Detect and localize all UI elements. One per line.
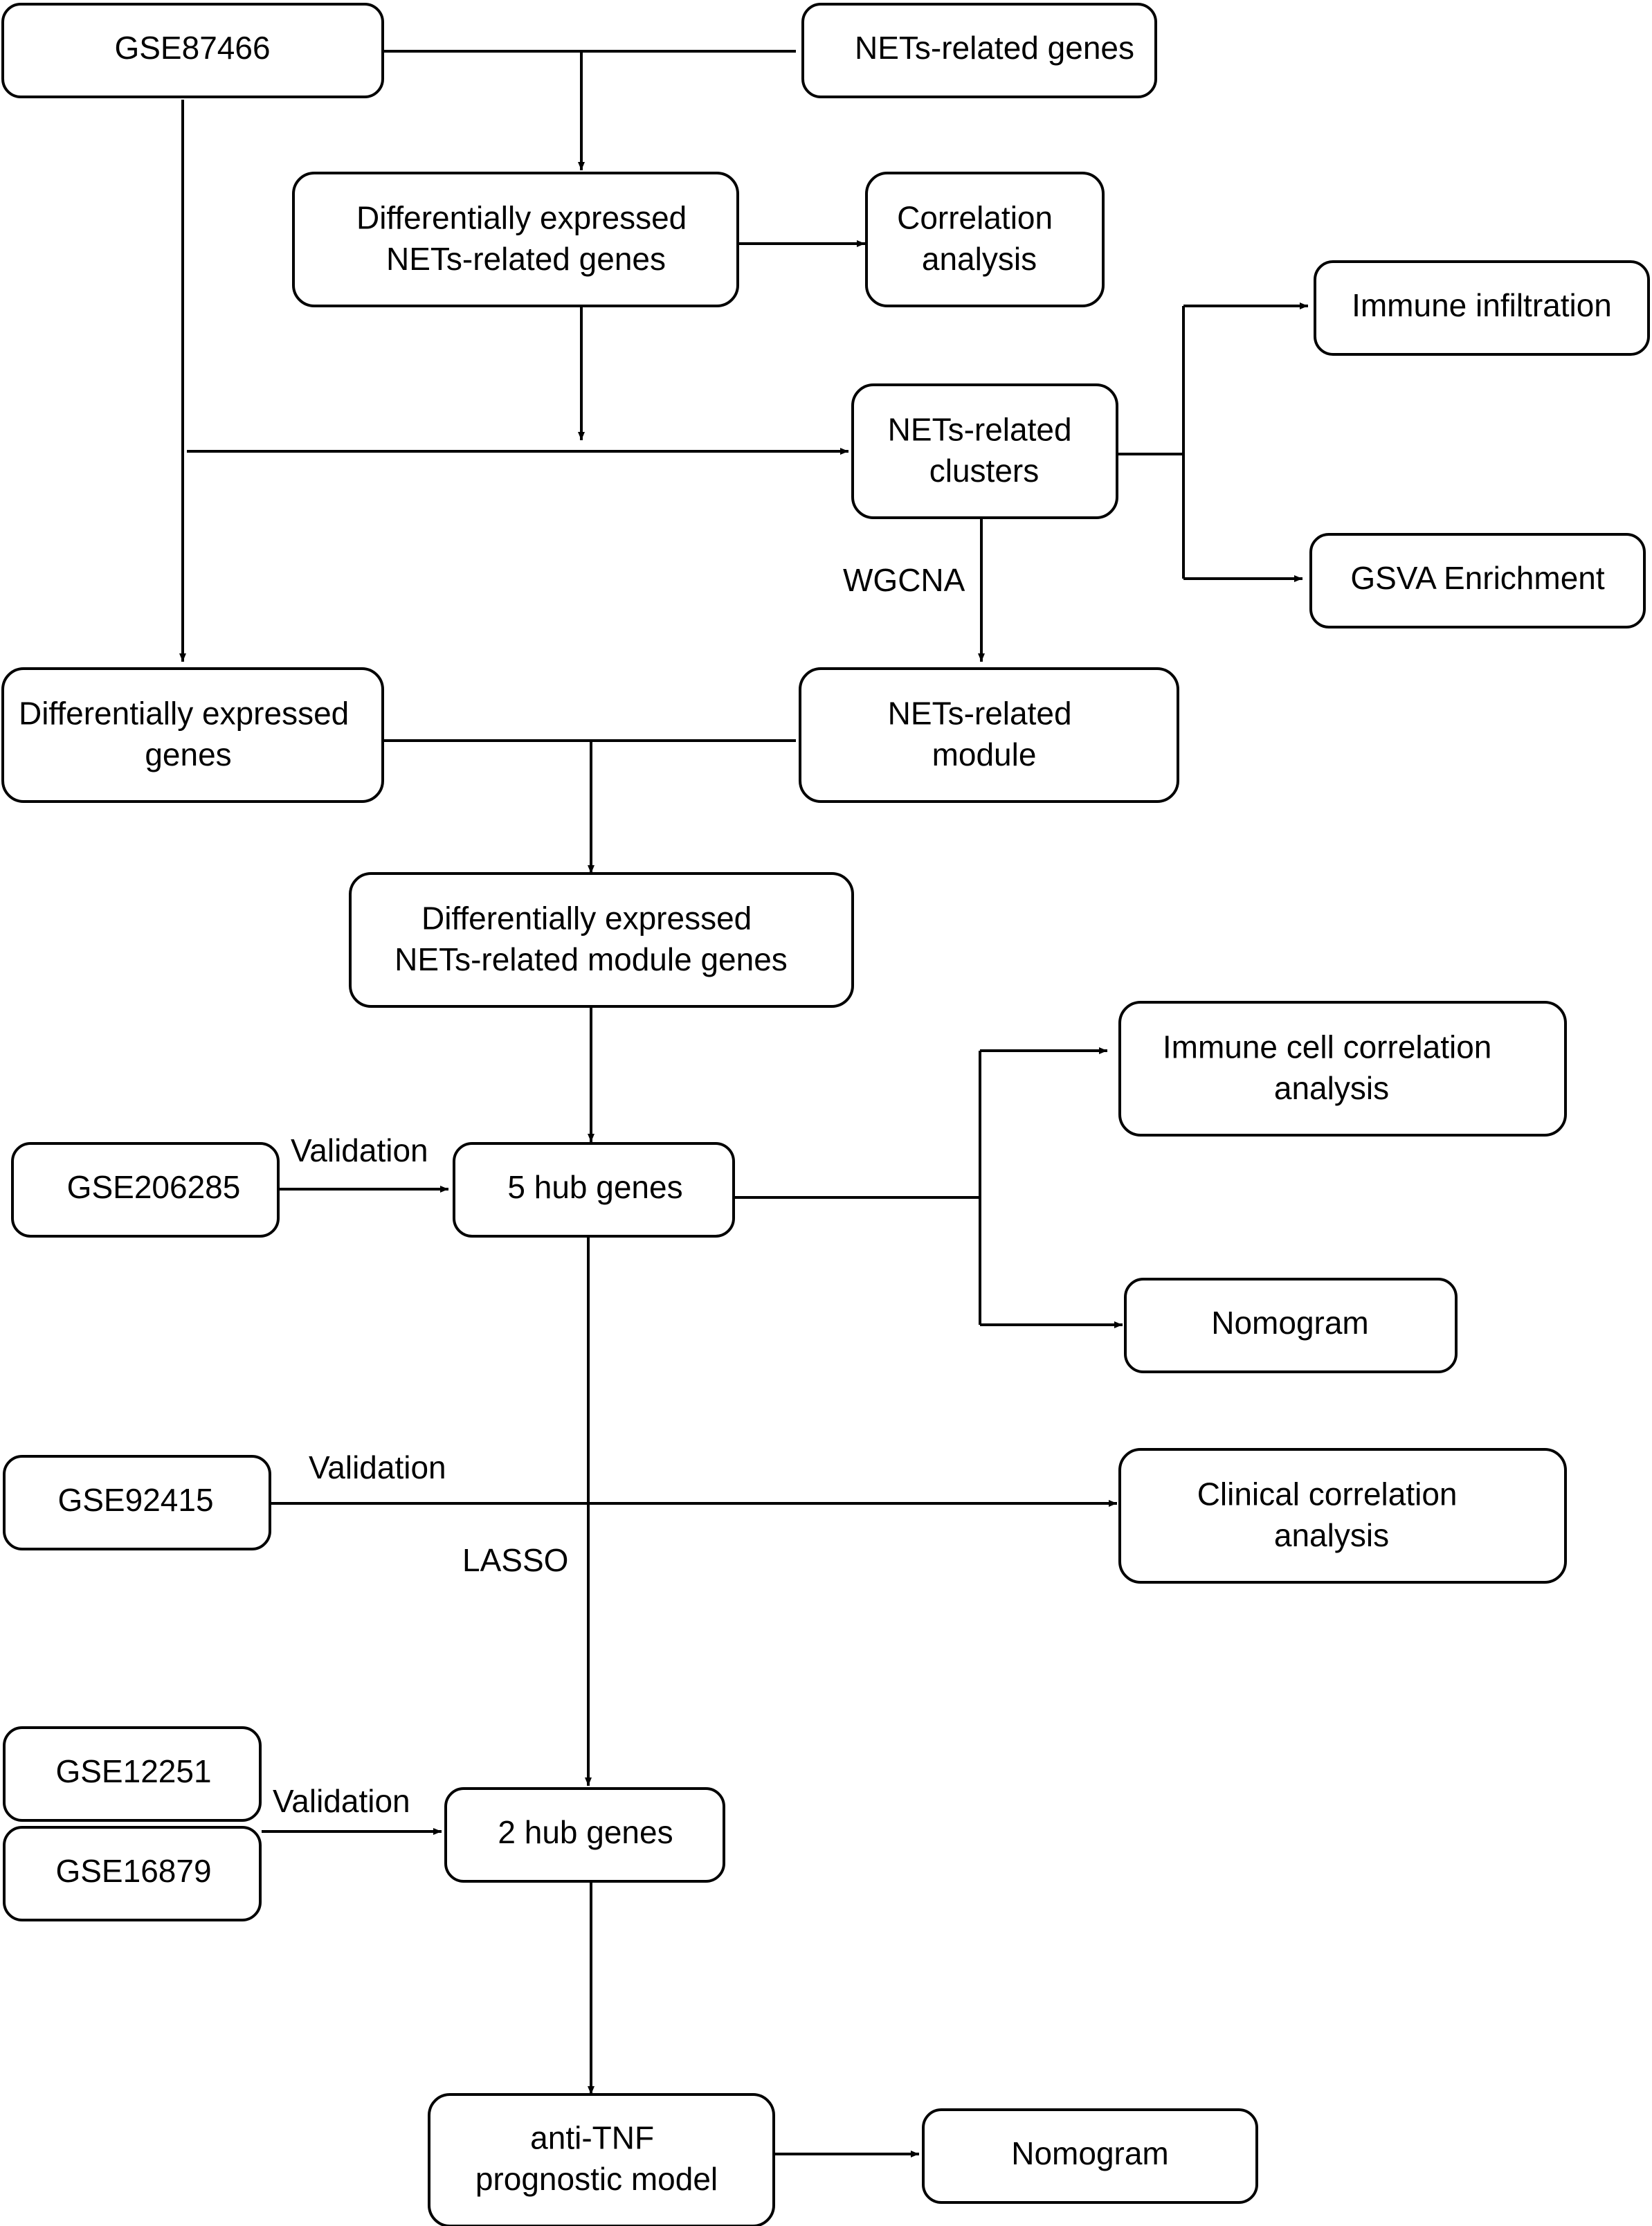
svg-text:Nomogram: Nomogram <box>1011 2135 1169 2171</box>
node-immune-cell-correlation: Immune cell correlation analysis <box>1118 1001 1567 1137</box>
node-gse206285-line-1: GSE206285 <box>67 1169 241 1205</box>
svg-text:GSE87466: GSE87466 <box>114 30 270 66</box>
svg-text:NETs-related module: NETs-related module <box>888 696 1081 773</box>
svg-text:Clinical correlation a: Clinical correlation analysis <box>1197 1476 1467 1554</box>
edge-label-wgcna: WGCNA <box>843 562 965 598</box>
svg-text:2 hub genes: 2 hub genes <box>498 1814 673 1850</box>
node-anti-tnf-line-1: anti-TNF <box>530 2120 654 2156</box>
svg-text:GSE92415: GSE92415 <box>57 1482 213 1518</box>
node-immune-cell-correlation-line-1: Immune cell correlation <box>1163 1029 1492 1065</box>
node-gse16879-line-1: GSE16879 <box>55 1853 211 1889</box>
node-gse12251-line-1: GSE12251 <box>55 1753 211 1789</box>
node-gsva-enrichment-line-1: GSVA Enrichment <box>1350 560 1605 596</box>
svg-text:GSE206285: GSE206285 <box>67 1169 241 1205</box>
node-nomogram-2: Nomogram <box>922 2108 1258 2204</box>
node-gse92415-line-1: GSE92415 <box>57 1482 213 1518</box>
node-2-hub-genes-line-1: 2 hub genes <box>498 1814 673 1850</box>
node-correlation-analysis: Correlation analysis <box>865 172 1105 307</box>
edge-label-validation-gse206285: Validation <box>291 1132 428 1168</box>
node-nets-related-clusters-line-1: NETs-related <box>888 412 1072 448</box>
node-correlation-analysis-line-2: analysis <box>922 241 1037 277</box>
node-differentially-expressed-genes-line-1: Differentially expressed <box>19 696 349 732</box>
svg-text:Correlation analysis: Correlation analysis <box>897 200 1062 278</box>
node-de-nets-related-genes-line-1: Differentially expressed <box>356 200 687 236</box>
node-5-hub-genes-line-1: 5 hub genes <box>507 1169 682 1205</box>
svg-text:Nomogram: Nomogram <box>1211 1305 1369 1341</box>
node-correlation-analysis-line-1: Correlation <box>897 200 1053 236</box>
svg-text:GSE12251: GSE12251 <box>55 1753 211 1789</box>
svg-text:GSVA Enrichment: GSVA Enrichment <box>1350 560 1605 596</box>
node-anti-tnf-prognostic-model: anti-TNF prognostic model <box>428 2093 775 2226</box>
node-gse87466-line-1: GSE87466 <box>114 30 270 66</box>
svg-text:anti-TNF prognostic mo: anti-TNF prognostic model <box>475 2120 718 2198</box>
node-clinical-correlation: Clinical correlation analysis <box>1118 1448 1567 1584</box>
node-de-nets-related-genes-line-2: NETs-related genes <box>386 241 666 277</box>
node-differentially-expressed-genes: Differentially expressed genes <box>1 667 384 803</box>
svg-text:Differentially expressed: Differentially expressed NETs-related ge… <box>356 200 696 278</box>
node-gse12251: GSE12251 <box>3 1726 262 1822</box>
node-nomogram-1-line-1: Nomogram <box>1211 1305 1369 1341</box>
node-nets-related-clusters-line-2: clusters <box>929 453 1039 489</box>
node-nets-related-module-line-1: NETs-related <box>888 696 1072 732</box>
node-5-hub-genes: 5 hub genes <box>453 1142 735 1238</box>
node-clinical-correlation-line-2: analysis <box>1274 1517 1389 1553</box>
svg-text:GSE16879: GSE16879 <box>55 1853 211 1889</box>
svg-text:Immune cell correlation: Immune cell correlation analysis <box>1163 1029 1500 1107</box>
connectors <box>179 50 1308 2157</box>
node-gse87466: GSE87466 <box>1 3 384 98</box>
svg-text:Differentially expressed: Differentially expressed genes <box>19 696 358 773</box>
edge-labels: WGCNA Validation Validation LASSO Valida… <box>273 562 965 1819</box>
svg-text:Differentially expressed: Differentially expressed NETs-related mo… <box>394 901 788 978</box>
svg-text:NETs-related genes: NETs-related genes <box>855 30 1134 66</box>
edge-label-lasso: LASSO <box>462 1542 568 1578</box>
node-de-nets-related-module-genes-line-1: Differentially expressed <box>421 901 752 936</box>
node-immune-cell-correlation-line-2: analysis <box>1274 1070 1389 1106</box>
node-nomogram-1: Nomogram <box>1124 1278 1458 1373</box>
node-nets-related-clusters: NETs-related clusters <box>851 383 1118 519</box>
edge-label-validation-gse92415: Validation <box>309 1449 446 1485</box>
node-de-nets-related-module-genes: Differentially expressed NETs-related mo… <box>349 872 854 1008</box>
node-immune-infiltration: Immune infiltration <box>1314 260 1650 356</box>
node-clinical-correlation-line-1: Clinical correlation <box>1197 1476 1458 1512</box>
node-gse92415: GSE92415 <box>3 1455 271 1550</box>
node-2-hub-genes: 2 hub genes <box>444 1787 725 1883</box>
node-de-nets-related-genes: Differentially expressed NETs-related ge… <box>292 172 739 307</box>
svg-text:NETs-related clusters: NETs-related clusters <box>888 412 1081 489</box>
node-nets-related-genes: NETs-related genes <box>801 3 1157 98</box>
node-gse206285: GSE206285 <box>11 1142 280 1238</box>
node-anti-tnf-line-2: prognostic model <box>475 2161 718 2197</box>
node-nomogram-2-line-1: Nomogram <box>1011 2135 1169 2171</box>
edge-label-validation-gse12251: Validation <box>273 1783 410 1819</box>
node-nets-related-module-line-2: module <box>932 736 1037 772</box>
node-gse16879: GSE16879 <box>3 1826 262 1921</box>
svg-text:Immune infiltration: Immune infiltration <box>1352 287 1612 323</box>
nodes: GSE87466 NETs-related genes Differential… <box>1 3 1650 2226</box>
node-nets-related-module: NETs-related module <box>799 667 1179 803</box>
node-differentially-expressed-genes-line-2: genes <box>145 736 231 772</box>
node-immune-infiltration-line-1: Immune infiltration <box>1352 287 1612 323</box>
svg-text:5 hub genes: 5 hub genes <box>507 1169 682 1205</box>
node-nets-related-genes-line-1: NETs-related genes <box>855 30 1134 66</box>
node-de-nets-related-module-genes-line-2: NETs-related module genes <box>394 941 788 977</box>
node-gsva-enrichment: GSVA Enrichment <box>1309 533 1646 628</box>
